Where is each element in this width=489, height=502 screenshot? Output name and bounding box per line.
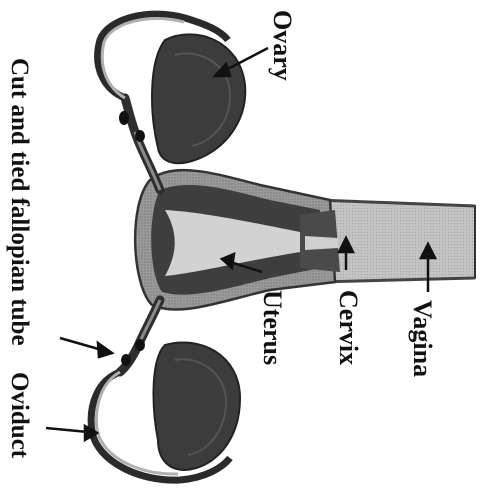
- upper-ovary: [152, 34, 245, 163]
- vagina-label: Vagina: [408, 300, 437, 377]
- uterus-label: Uterus: [258, 290, 287, 365]
- oviduct-label: Oviduct: [4, 372, 34, 497]
- uterus-shape: [135, 170, 340, 309]
- ovary-label: Ovary: [268, 10, 297, 81]
- vagina-shape: [318, 200, 475, 282]
- lower-ovary: [154, 342, 240, 470]
- cervix-label: Cervix: [334, 290, 363, 365]
- cut-tube-label: Cut and tied fallopian tube: [4, 58, 34, 348]
